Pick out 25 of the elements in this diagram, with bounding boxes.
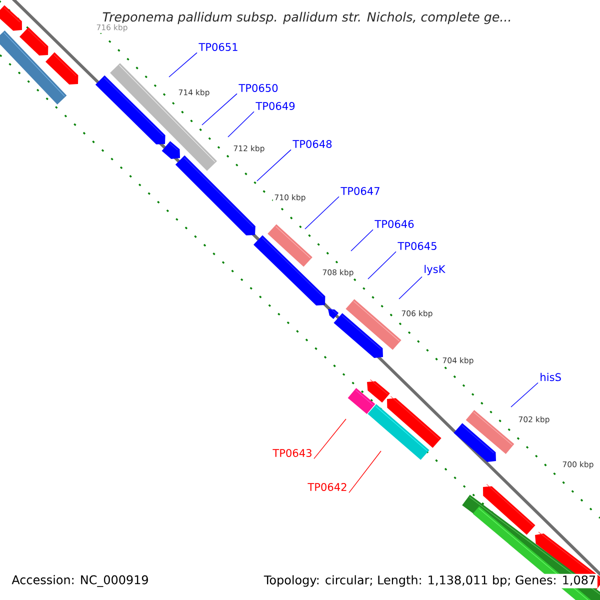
gene-label: TP0647 <box>340 187 380 195</box>
leader-line <box>202 93 238 126</box>
gene-label: TP0651 <box>198 43 238 51</box>
leader-line <box>510 382 538 408</box>
footer-text: Topology: circular; Length: 1,138,011 bp; Genes: 1,087 <box>262 574 598 588</box>
leader-line <box>168 52 198 78</box>
leader-line <box>350 229 374 252</box>
leader-line <box>368 251 396 280</box>
gene-label: hisS <box>540 372 561 382</box>
title: Treponema pallidum subsp. pallidum str. Nichols, complete ge... <box>102 12 510 24</box>
leader-line <box>228 111 254 138</box>
gene-label: TP0649 <box>256 102 295 110</box>
footer-text: Accession: NC_000919 <box>10 574 150 588</box>
leader-line <box>256 149 292 182</box>
gene-label: TP0645 <box>398 242 436 250</box>
gene-label: lysK <box>424 264 446 276</box>
leader-line <box>398 276 422 300</box>
leader-line <box>314 418 346 460</box>
gene-label: TP0643 <box>272 449 312 457</box>
gene-label: TP0648 <box>292 140 332 148</box>
leader-line <box>348 450 382 494</box>
gene-label: TP0642 <box>308 483 346 491</box>
gene-label: TP0650 <box>238 84 278 92</box>
leader-line <box>304 196 340 230</box>
gene-label: TP0646 <box>374 220 414 228</box>
